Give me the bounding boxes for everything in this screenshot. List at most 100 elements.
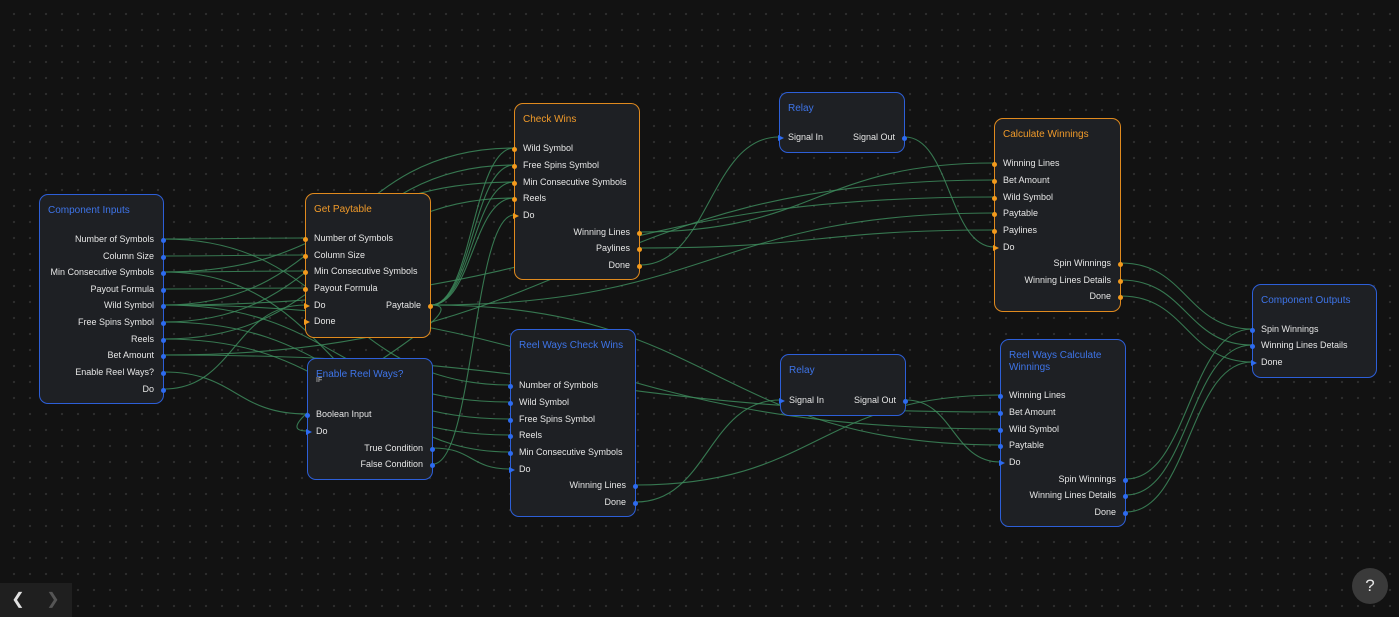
output-pin-icon[interactable] xyxy=(1118,278,1123,284)
wire xyxy=(432,214,515,465)
output-pin-icon[interactable] xyxy=(1118,294,1123,300)
input-pin-icon[interactable] xyxy=(508,400,513,406)
output-pin-icon[interactable] xyxy=(161,387,166,393)
input-port-label: Do xyxy=(1003,242,1015,252)
input-pin-icon[interactable] xyxy=(992,178,997,184)
output-pin-icon[interactable] xyxy=(161,320,166,326)
output-pin-icon[interactable] xyxy=(161,287,166,293)
output-pin-icon[interactable] xyxy=(430,446,435,452)
input-port-label: Do xyxy=(314,300,326,310)
output-pin-icon[interactable] xyxy=(1123,477,1128,483)
input-pin-icon[interactable] xyxy=(998,393,1003,399)
output-pin-icon[interactable] xyxy=(1123,510,1128,516)
output-pin-icon[interactable] xyxy=(430,462,435,468)
input-port-label: Free Spins Symbol xyxy=(523,160,600,170)
output-pin-icon[interactable] xyxy=(161,337,166,343)
exec-input-arrow-icon[interactable] xyxy=(304,302,310,309)
output-port-label: Min Consecutive Symbols xyxy=(50,267,154,277)
exec-input-arrow-icon[interactable] xyxy=(306,428,312,435)
exec-input-arrow-icon[interactable] xyxy=(304,318,310,325)
input-port-label: Column Size xyxy=(314,250,366,260)
output-pin-icon[interactable] xyxy=(161,237,166,243)
input-pin-icon[interactable] xyxy=(508,450,513,456)
wire xyxy=(430,181,515,306)
output-pin-icon[interactable] xyxy=(637,263,642,269)
output-pin-icon[interactable] xyxy=(903,398,908,404)
output-port-label: Reels xyxy=(130,334,154,344)
input-pin-icon[interactable] xyxy=(303,253,308,259)
output-pin-icon[interactable] xyxy=(902,135,907,141)
output-pin-icon[interactable] xyxy=(1123,493,1128,499)
input-pin-icon[interactable] xyxy=(508,417,513,423)
input-pin-icon[interactable] xyxy=(992,211,997,217)
wire xyxy=(430,147,515,306)
exec-input-arrow-icon[interactable] xyxy=(778,134,784,141)
output-pin-icon[interactable] xyxy=(161,303,166,309)
output-pin-icon[interactable] xyxy=(161,270,166,276)
input-port-label: Boolean Input xyxy=(316,409,372,419)
output-pin-icon[interactable] xyxy=(161,254,166,260)
input-port-label: Reels xyxy=(523,193,547,203)
input-port-label: Bet Amount xyxy=(1009,407,1056,417)
input-port-label: Done xyxy=(1261,357,1283,367)
input-pin-icon[interactable] xyxy=(512,180,517,186)
output-pin-icon[interactable] xyxy=(161,370,166,376)
input-port-label: Done xyxy=(314,316,336,326)
input-port-label: Winning Lines xyxy=(1009,390,1066,400)
input-pin-icon[interactable] xyxy=(303,286,308,292)
input-pin-icon[interactable] xyxy=(998,410,1003,416)
input-port-label: Paytable xyxy=(1003,208,1039,218)
output-port-label: Do xyxy=(142,384,154,394)
input-pin-icon[interactable] xyxy=(508,383,513,389)
exec-input-arrow-icon[interactable] xyxy=(779,397,785,404)
output-port-label: Paytable xyxy=(385,300,421,310)
output-pin-icon[interactable] xyxy=(161,353,166,359)
exec-input-arrow-icon[interactable] xyxy=(509,466,515,473)
exec-input-arrow-icon[interactable] xyxy=(513,212,519,219)
output-pin-icon[interactable] xyxy=(633,500,638,506)
node-title: Enable Reel Ways? xyxy=(316,369,404,380)
input-port-label: Payout Formula xyxy=(314,283,378,293)
chevron-right-icon[interactable]: ❯ xyxy=(46,591,60,608)
output-pin-icon[interactable] xyxy=(633,483,638,489)
input-pin-icon[interactable] xyxy=(992,228,997,234)
input-port-label: Min Consecutive Symbols xyxy=(523,177,627,187)
exec-input-arrow-icon[interactable] xyxy=(993,244,999,251)
input-pin-icon[interactable] xyxy=(998,443,1003,449)
node-subtitle: IF xyxy=(316,377,323,384)
input-pin-icon[interactable] xyxy=(508,433,513,439)
input-pin-icon[interactable] xyxy=(303,269,308,275)
exec-input-arrow-icon[interactable] xyxy=(1251,359,1257,366)
input-pin-icon[interactable] xyxy=(512,196,517,202)
input-pin-icon[interactable] xyxy=(303,236,308,242)
output-pin-icon[interactable] xyxy=(637,230,642,236)
chevron-left-icon[interactable]: ❮ xyxy=(11,591,25,608)
input-pin-icon[interactable] xyxy=(1250,343,1255,349)
input-pin-icon[interactable] xyxy=(512,163,517,169)
output-port-label: Paylines xyxy=(595,243,630,253)
help-button[interactable]: ? xyxy=(1352,568,1388,604)
output-pin-icon[interactable] xyxy=(637,246,642,252)
input-pin-icon[interactable] xyxy=(992,161,997,167)
output-pin-icon[interactable] xyxy=(1118,261,1123,267)
wire xyxy=(635,399,781,503)
exec-input-arrow-icon[interactable] xyxy=(999,459,1005,466)
input-pin-icon[interactable] xyxy=(992,195,997,201)
output-pin-icon[interactable] xyxy=(428,303,433,309)
input-pin-icon[interactable] xyxy=(512,146,517,152)
node-title: Get Paytable xyxy=(314,204,372,215)
input-pin-icon[interactable] xyxy=(998,427,1003,433)
input-pin-icon[interactable] xyxy=(1250,327,1255,333)
input-pin-icon[interactable] xyxy=(305,412,310,418)
